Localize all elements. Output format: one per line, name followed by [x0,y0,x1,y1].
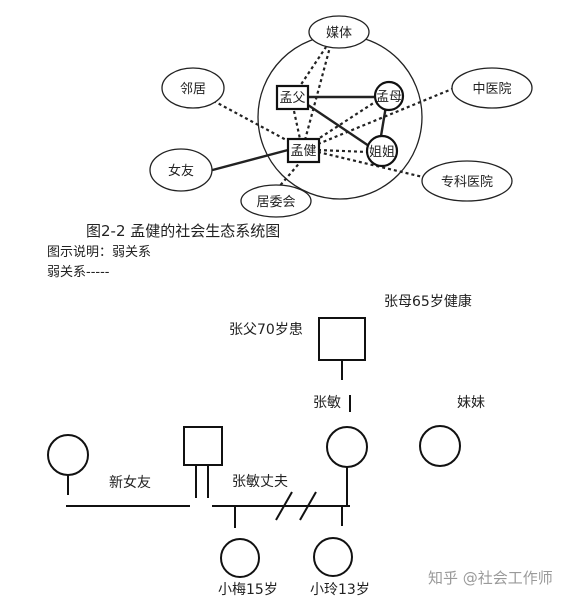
edge-mengjian-juweihui-weak [277,159,303,189]
edge-mengmu-jiejie-strong [379,105,388,137]
father-label: 张父70岁患 [229,322,303,338]
edge-mengjian-zhongyiyuan-weak [317,87,453,146]
node-linju-label: 邻居 [180,82,206,97]
parents-box [318,317,366,361]
zhangmin-label: 张敏 [313,395,341,411]
node-linju-ellipse [161,67,225,109]
husband-box [183,426,223,466]
new-girlfriend-label: 新女友 [109,474,151,491]
node-mengjian-box [286,137,321,164]
node-meiti-label: 媒体 [326,26,352,41]
edge-mengjian-mengmu-weak [314,101,376,142]
node-zhongyiyuan-ellipse [451,67,533,109]
edge-mengfu-mengjian-weak [292,110,302,140]
node-mengmu-label: 孟母 [376,90,402,105]
node-meiti-ellipse [308,15,370,49]
node-nvyou-ellipse [149,148,213,192]
node-nvyou-label: 女友 [168,163,194,179]
meimei-circle [419,425,461,467]
meimei-label: 妹妹 [457,395,485,411]
divorce-slash-1 [275,491,293,521]
xiaoling-label: 小玲13岁 [310,582,370,598]
watermark: 知乎 @社会工作师 [428,569,553,587]
edge-mengjian-zhuankeyiyuan-weak [317,150,428,180]
family-boundary-circle [257,34,423,200]
genogram: 张父70岁患 张母65岁健康 张敏 妹妹 新女友 张敏丈夫 小梅15岁 [47,293,485,598]
eco-map-caption: 图2-2 孟健的社会生态系统图 [86,222,280,240]
edge-mengjian-jiejie-weak [317,148,369,154]
mother-label: 张母65岁健康 [384,293,472,310]
edge-mengfu-meiti-weak [297,46,327,90]
xiaomei-label: 小梅15岁 [218,582,278,598]
node-mengfu-label: 孟父 [279,91,305,106]
node-mengmu-circle [373,80,405,112]
node-zhongyiyuan-label: 中医院 [472,82,511,97]
eco-map: 媒体 邻居 中医院 女友 专科医院 居委会 孟父 孟母 孟健 姐姐 [149,15,533,218]
node-jiejie-circle [365,134,399,168]
divorce-slash-2 [299,491,317,521]
edge-mengjian-meiti-weak [303,46,332,141]
node-jiejie-label: 姐姐 [369,145,395,160]
node-zhuankeyiyuan-ellipse [421,160,513,202]
edge-mengjian-nvyou-strong [204,148,289,174]
node-juweihui-label: 居委会 [256,195,295,210]
node-mengfu-box [275,84,310,111]
node-juweihui-ellipse [240,184,312,218]
legend-weak-relation: 弱关系----- [47,265,110,280]
legend-title: 图示说明：弱关系 [47,245,151,260]
xiaoling-circle [313,537,353,577]
husband-label: 张敏丈夫 [232,474,288,490]
new-girlfriend-circle [47,434,89,476]
zhangmin-circle [326,426,368,468]
edge-mengfu-jiejie-strong [304,102,370,147]
xiaomei-circle [220,538,260,578]
node-mengjian-label: 孟健 [290,144,316,159]
node-zhuankeyiyuan-label: 专科医院 [441,175,493,190]
